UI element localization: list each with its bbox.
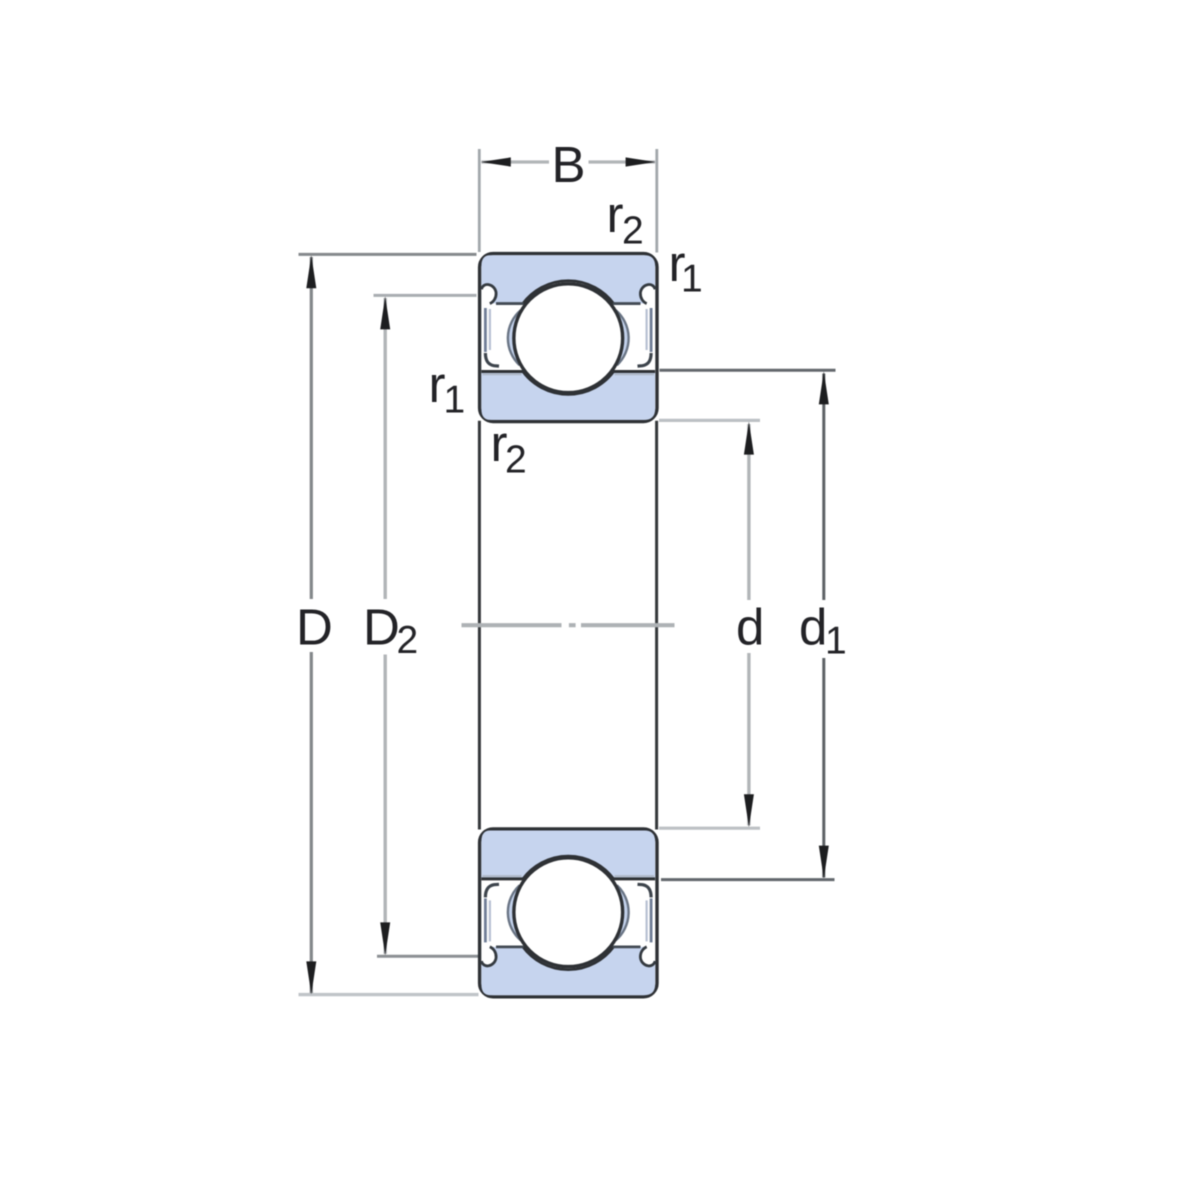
svg-text:r: r <box>429 356 446 413</box>
svg-text:1: 1 <box>681 258 703 301</box>
svg-text:r: r <box>607 186 624 243</box>
svg-text:r: r <box>491 415 508 472</box>
svg-text:2: 2 <box>397 619 419 662</box>
svg-text:d: d <box>799 599 827 656</box>
svg-text:D: D <box>296 599 333 656</box>
svg-text:1: 1 <box>444 379 466 422</box>
svg-text:B: B <box>552 136 586 193</box>
svg-text:2: 2 <box>505 439 527 482</box>
svg-text:d: d <box>736 599 764 656</box>
svg-text:r: r <box>669 235 686 292</box>
svg-text:2: 2 <box>622 210 644 253</box>
svg-text:D: D <box>363 599 400 656</box>
svg-text:1: 1 <box>825 620 847 663</box>
